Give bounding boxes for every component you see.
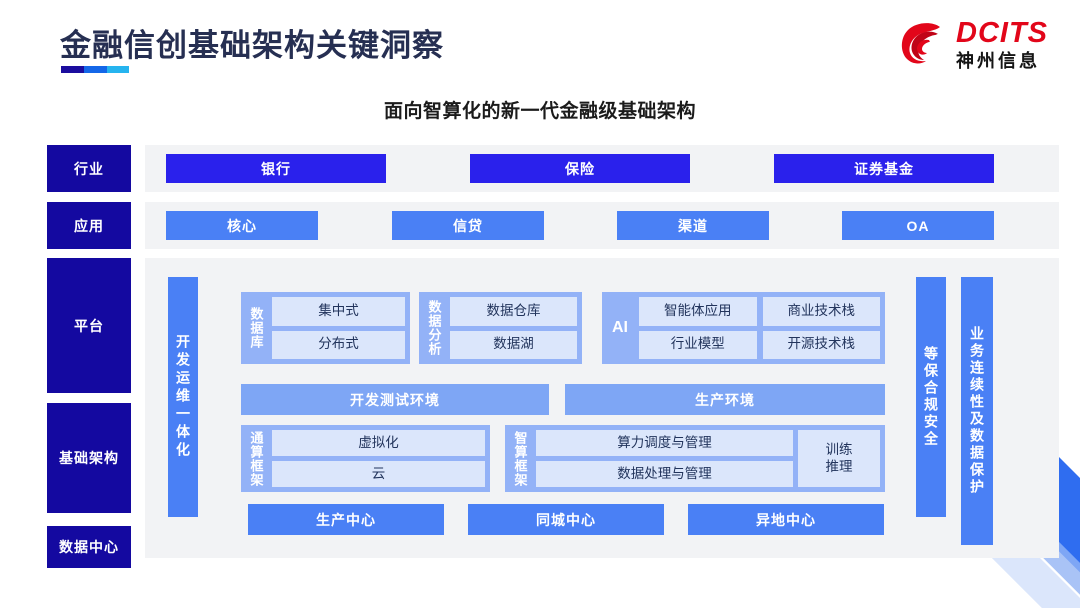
cell-smart-compute-1[interactable]: 数据处理与管理 <box>536 461 793 487</box>
datacenter-bar-1[interactable]: 同城中心 <box>468 504 664 535</box>
group-general-compute: 通算框架 虚拟化 云 <box>241 425 490 492</box>
cell-ai-0[interactable]: 智能体应用 <box>639 297 757 326</box>
cell-database-0[interactable]: 集中式 <box>272 297 405 326</box>
layer-label-datacenter: 数据中心 <box>47 526 131 568</box>
industry-chip-0[interactable]: 银行 <box>166 154 386 183</box>
application-chip-1[interactable]: 信贷 <box>392 211 544 240</box>
cell-general-compute-0[interactable]: 虚拟化 <box>272 430 485 456</box>
env-bar-0[interactable]: 开发测试环境 <box>241 384 549 415</box>
diagram-subtitle: 面向智算化的新一代金融级基础架构 <box>383 101 696 122</box>
datacenter-bar-2[interactable]: 异地中心 <box>688 504 884 535</box>
cell-smart-compute-0[interactable]: 算力调度与管理 <box>536 430 793 456</box>
group-ai: AI 智能体应用 商业技术栈 行业模型 开源技术栈 <box>602 292 885 364</box>
cell-ai-3[interactable]: 开源技术栈 <box>762 330 880 359</box>
group-label-database: 数据库 <box>248 307 264 349</box>
side-bar-compliance[interactable]: 等保合规安全 <box>916 277 946 517</box>
datacenter-bar-0[interactable]: 生产中心 <box>248 504 444 535</box>
cell-smart-compute-side[interactable]: 训练 推理 <box>798 430 880 487</box>
application-chip-0[interactable]: 核心 <box>166 211 318 240</box>
layer-label-infrastructure: 基础架构 <box>47 403 131 513</box>
cell-ai-2[interactable]: 行业模型 <box>639 330 757 359</box>
industry-chip-1[interactable]: 保险 <box>470 154 690 183</box>
cell-general-compute-1[interactable]: 云 <box>272 461 485 487</box>
group-label-smart-compute: 智算框架 <box>512 430 528 487</box>
group-label-general-compute: 通算框架 <box>248 430 264 487</box>
application-chip-2[interactable]: 渠道 <box>617 211 769 240</box>
cell-analytics-1[interactable]: 数据湖 <box>450 330 577 359</box>
layer-label-platform: 平台 <box>47 258 131 393</box>
env-bar-1[interactable]: 生产环境 <box>565 384 885 415</box>
logo-text-en: DCITS <box>956 16 1048 49</box>
application-chip-3[interactable]: OA <box>842 211 994 240</box>
industry-chip-2[interactable]: 证券基金 <box>774 154 994 183</box>
group-label-ai: AI <box>612 319 628 336</box>
cell-ai-1[interactable]: 商业技术栈 <box>762 297 880 326</box>
side-bar-continuity[interactable]: 业务连续性及数据保护 <box>961 277 993 545</box>
cell-analytics-0[interactable]: 数据仓库 <box>450 297 577 326</box>
group-smart-compute: 智算框架 算力调度与管理 数据处理与管理 训练 推理 <box>505 425 885 492</box>
group-database: 数据库 集中式 分布式 <box>241 292 410 364</box>
devops-vertical-bar[interactable]: 开发运维一体化 <box>168 277 198 517</box>
cell-database-1[interactable]: 分布式 <box>272 330 405 359</box>
group-analytics: 数据分析 数据仓库 数据湖 <box>419 292 582 364</box>
layer-label-application: 应用 <box>47 202 131 249</box>
logo-text-cn: 神州信息 <box>956 50 1040 71</box>
group-label-analytics: 数据分析 <box>426 300 442 356</box>
page-title: 金融信创基础架构关键洞察 <box>60 28 444 63</box>
brand-logo: DCITS 神州信息 <box>896 18 1048 70</box>
title-accent-rule <box>61 66 129 73</box>
swirl-logo-mark <box>896 18 948 70</box>
layer-label-industry: 行业 <box>47 145 131 192</box>
